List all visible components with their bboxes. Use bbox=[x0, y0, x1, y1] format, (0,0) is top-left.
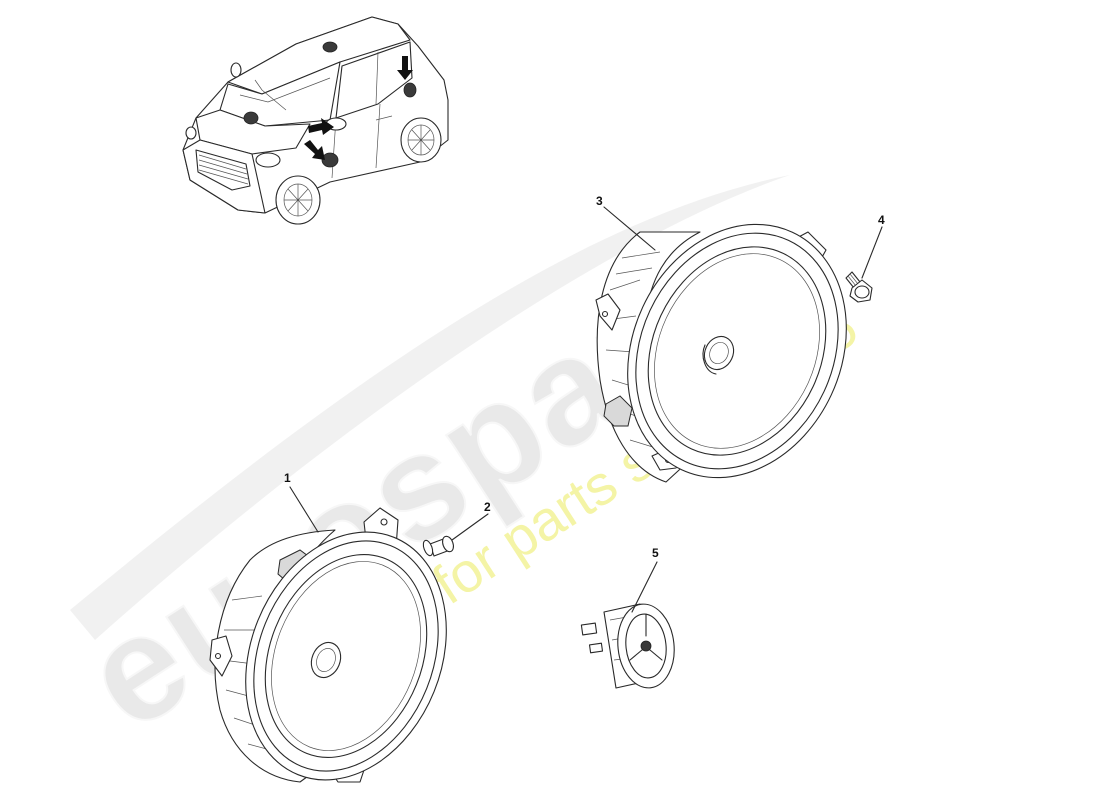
pin-fastener bbox=[422, 535, 454, 557]
arrow-icon bbox=[304, 140, 325, 160]
speaker-upper bbox=[595, 223, 847, 483]
callout-3: 3 bbox=[596, 194, 603, 208]
tweeter bbox=[580, 603, 675, 689]
callout-1: 1 bbox=[284, 471, 291, 485]
callout-5: 5 bbox=[652, 546, 659, 560]
bolt-fastener bbox=[845, 271, 873, 303]
callout-labels: 1 2 3 4 5 bbox=[284, 194, 885, 560]
car-location-inset bbox=[182, 16, 449, 225]
callout-leaders bbox=[289, 206, 883, 613]
speaker-lower bbox=[209, 507, 447, 783]
callout-4: 4 bbox=[878, 213, 885, 227]
arrow-icon bbox=[397, 56, 413, 80]
arrow-icon bbox=[308, 118, 334, 135]
callout-2: 2 bbox=[484, 500, 491, 514]
watermark-swoosh bbox=[70, 175, 790, 640]
